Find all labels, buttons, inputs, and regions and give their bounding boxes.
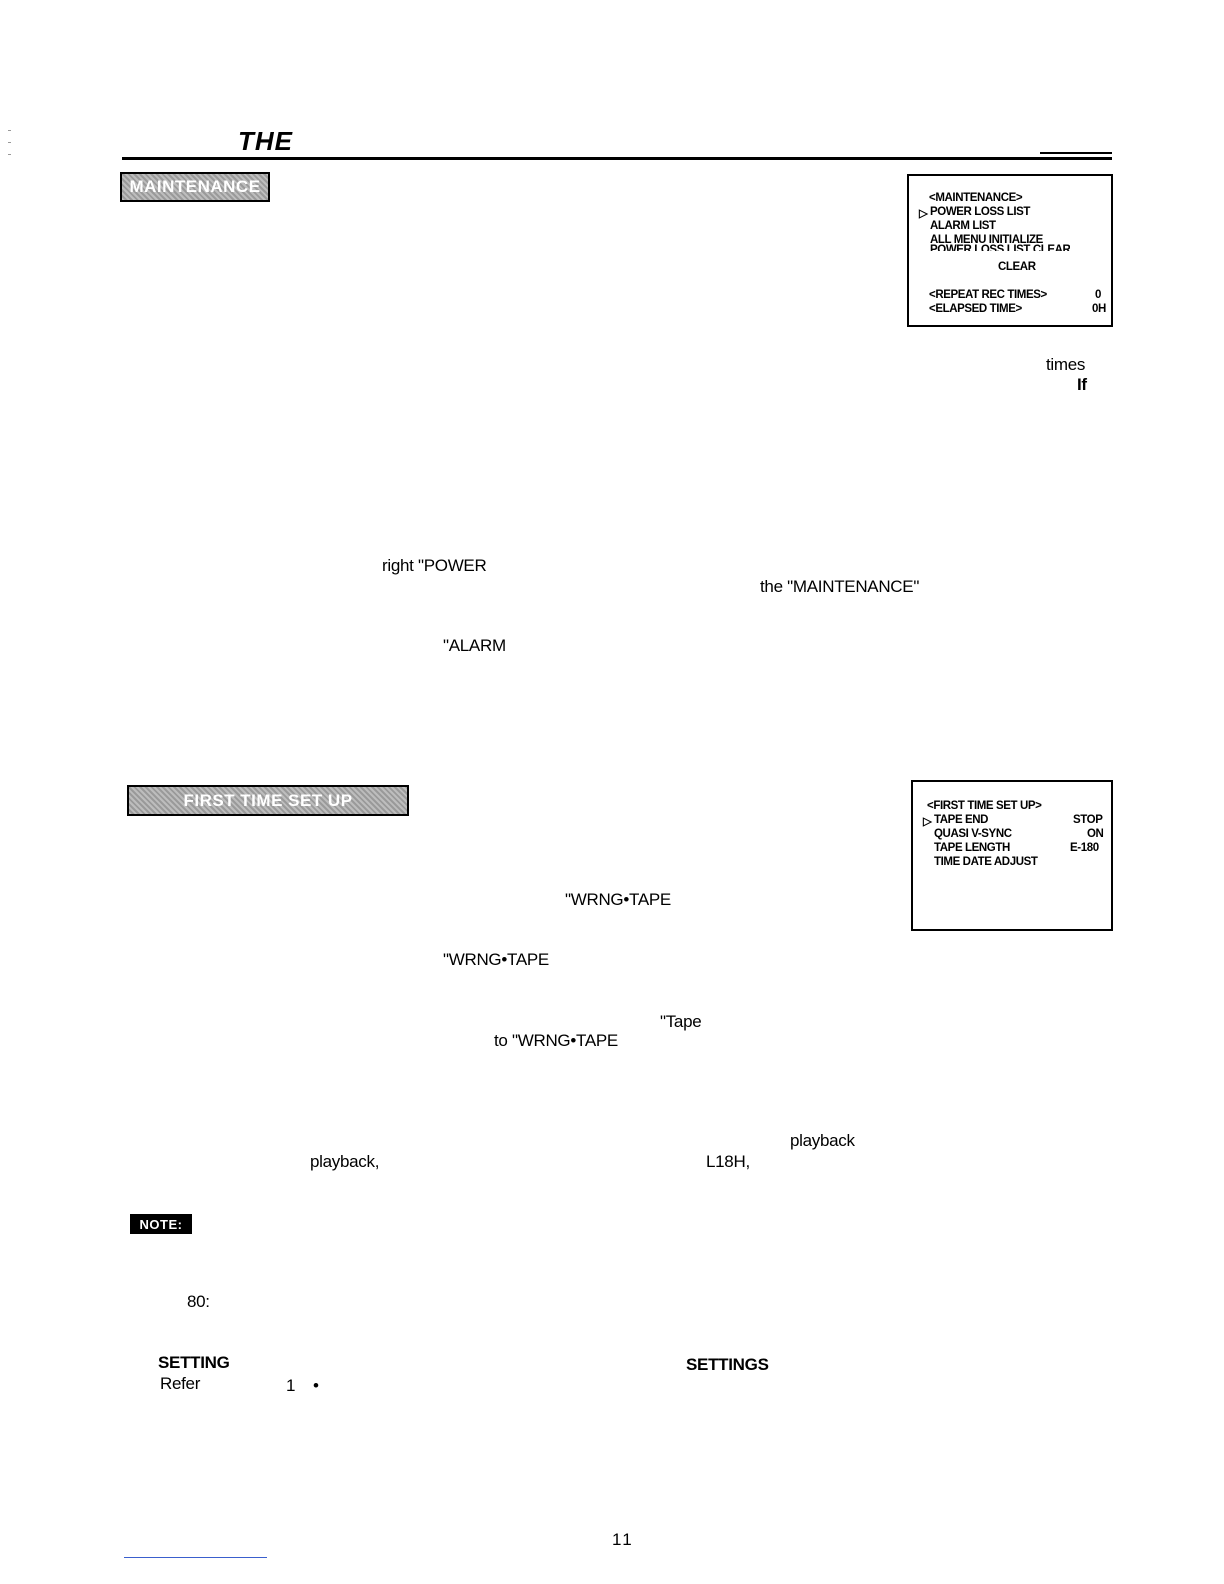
text-fragment: SETTING — [158, 1353, 230, 1372]
text-fragment: "Tape — [660, 1012, 702, 1031]
margin-tick — [8, 142, 11, 143]
text-fragment: Refer — [160, 1374, 201, 1393]
text-fragment: right "POWER — [382, 556, 487, 575]
menu-item: POWER LOSS LIST CLEAR — [930, 244, 1071, 251]
first-time-set-up-section-badge: FIRST TIME SET UP — [127, 785, 409, 816]
text-fragment: 80: — [187, 1292, 210, 1311]
menu-row-value: ON — [1087, 828, 1104, 840]
maintenance-section-badge: MAINTENANCE — [120, 172, 270, 202]
menu-row-label: TAPE END — [934, 814, 989, 826]
menu-item: POWER LOSS LIST — [930, 206, 1031, 218]
maintenance-menu-display: <MAINTENANCE> ▷ POWER LOSS LIST ALARM LI… — [907, 174, 1113, 327]
margin-tick — [8, 154, 11, 155]
menu-row-label: QUASI V-SYNC — [934, 828, 1012, 840]
menu-title: <FIRST TIME SET UP> — [927, 800, 1042, 812]
first-time-set-up-menu-display: <FIRST TIME SET UP> ▷ TAPE END STOP QUAS… — [911, 780, 1113, 931]
margin-tick — [8, 130, 11, 131]
menu-cursor-icon: ▷ — [919, 208, 928, 220]
text-fragment: playback, — [310, 1152, 380, 1171]
text-fragment: "ALARM — [443, 636, 506, 655]
text-fragment: playback — [790, 1131, 855, 1150]
elapsed-time-value: 0H — [1092, 303, 1106, 315]
text-fragment: L18H, — [706, 1152, 750, 1171]
menu-row-value: E-180 — [1070, 842, 1099, 854]
menu-item: ALL MENU INITIALIZE — [930, 234, 1043, 246]
text-fragment: SETTINGS — [686, 1355, 769, 1374]
page-number: 11 — [612, 1530, 634, 1549]
menu-row-value: STOP — [1073, 814, 1103, 826]
text-fragment: "WRNG•TAPE — [565, 890, 671, 909]
note-badge: NOTE: — [130, 1214, 192, 1234]
header-rule-accent — [1040, 152, 1112, 154]
repeat-rec-times-value: 0 — [1095, 289, 1101, 301]
repeat-rec-times-label: <REPEAT REC TIMES> — [929, 289, 1047, 301]
text-fragment: 1 — [286, 1376, 296, 1395]
header-rule — [122, 157, 1112, 160]
menu-item: CLEAR — [998, 261, 1036, 273]
text-fragment: the "MAINTENANCE" — [760, 577, 920, 596]
text-fragment: to "WRNG•TAPE — [494, 1031, 618, 1050]
text-fragment: If — [1077, 375, 1087, 394]
text-fragment: times — [1046, 355, 1086, 374]
menu-row-label: TIME DATE ADJUST — [934, 856, 1038, 868]
page-heading: THE — [238, 126, 293, 156]
menu-cursor-icon: ▷ — [923, 816, 932, 828]
text-fragment: "WRNG•TAPE — [443, 950, 549, 969]
menu-item: ALARM LIST — [930, 220, 996, 232]
footer-rule — [124, 1557, 267, 1558]
elapsed-time-label: <ELAPSED TIME> — [929, 303, 1022, 315]
menu-title: <MAINTENANCE> — [929, 192, 1023, 204]
menu-row-label: TAPE LENGTH — [934, 842, 1010, 854]
text-fragment: • — [313, 1376, 319, 1395]
